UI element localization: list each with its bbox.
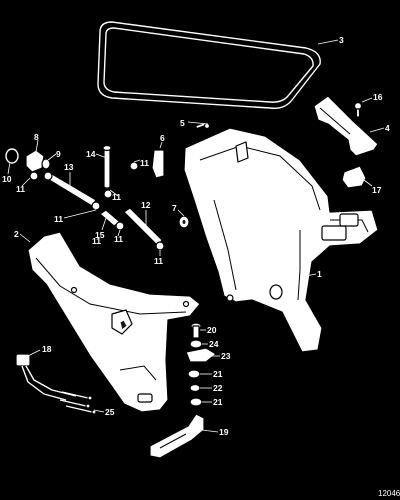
washer-21a (187, 369, 201, 379)
lock-lever (185, 347, 217, 363)
bolt-20 (190, 322, 202, 339)
callout-11b: 11 (54, 214, 63, 224)
nut-11a (29, 171, 39, 181)
callout-1: 1 (317, 269, 322, 279)
clip (151, 149, 165, 179)
front-chap (27, 231, 201, 413)
callout-16: 16 (373, 92, 383, 102)
leader-lines (7, 39, 385, 433)
washer-9 (41, 158, 51, 170)
callout-11c: 11 (92, 236, 101, 246)
callout-19: 19 (219, 427, 229, 437)
callout-6: 6 (160, 133, 165, 143)
callout-10: 10 (2, 174, 12, 184)
spring-22 (189, 383, 201, 393)
rod-12 (123, 207, 163, 247)
callout-14: 14 (86, 149, 96, 159)
nut-11b (91, 201, 101, 211)
callout-22: 22 (213, 383, 223, 393)
callout-12: 12 (141, 200, 151, 210)
callout-11g: 11 (154, 256, 163, 266)
nut-11e (115, 221, 125, 231)
callout-11d: 11 (114, 234, 123, 244)
washer-21b (189, 397, 203, 407)
callout-11e: 11 (140, 158, 149, 168)
nut-11c (103, 189, 113, 199)
terminal-leads (59, 391, 97, 415)
callout-8: 8 (34, 132, 39, 142)
callout-13: 13 (64, 162, 74, 172)
callout-7: 7 (172, 203, 177, 213)
callout-15: 15 (95, 230, 105, 240)
callout-2: 2 (14, 229, 19, 239)
o-ring (5, 148, 19, 164)
drawing-number: 12046 (378, 489, 400, 498)
callout-labels: 1 2 3 4 5 6 7 8 9 10 11 11 11 11 11 11 1… (2, 35, 390, 437)
callout-9: 9 (56, 149, 61, 159)
callout-11f: 11 (112, 192, 121, 202)
latch-handle (149, 413, 205, 459)
callout-17: 17 (372, 185, 382, 195)
callout-23: 23 (221, 351, 231, 361)
callout-3: 3 (339, 35, 344, 45)
callout-21a: 21 (213, 369, 223, 379)
callout-4: 4 (385, 123, 390, 133)
callout-20: 20 (207, 325, 217, 335)
callout-5: 5 (180, 118, 185, 128)
bushing-8 (25, 149, 45, 173)
callout-11a: 11 (16, 184, 25, 194)
callout-25: 25 (105, 407, 115, 417)
callout-18: 18 (42, 344, 52, 354)
nut-11d (129, 161, 139, 171)
pin-14 (102, 144, 112, 189)
cowl-seal (97, 21, 321, 110)
callout-24: 24 (209, 339, 219, 349)
latch (341, 165, 367, 189)
callout-21b: 21 (213, 397, 223, 407)
screw-16 (353, 101, 363, 118)
bracket (313, 95, 379, 157)
rear-chap (183, 127, 379, 353)
grommet (178, 215, 190, 229)
spacer-24 (189, 339, 203, 349)
nut-11f (155, 241, 165, 251)
link-rod (43, 171, 97, 207)
